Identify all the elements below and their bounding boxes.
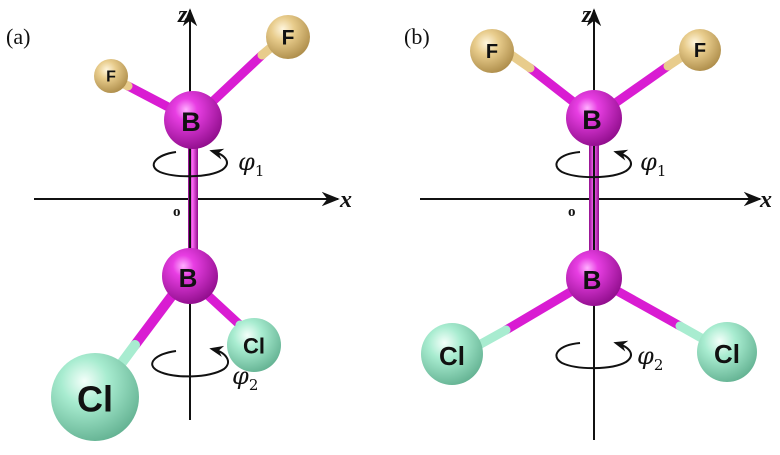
boron-atom-bottom: B bbox=[162, 248, 218, 304]
phi2-label: φ2 bbox=[232, 362, 258, 394]
fluorine-atom-right: F bbox=[679, 29, 721, 71]
atom-symbol: F bbox=[282, 27, 295, 50]
phi2-label: φ2 bbox=[637, 342, 663, 374]
phi1-label: φ1 bbox=[238, 148, 264, 180]
atom-symbol: B bbox=[181, 107, 201, 137]
phi1-label: φ1 bbox=[640, 148, 666, 180]
chlorine-atom-right: Cl bbox=[227, 318, 281, 372]
origin-label: o bbox=[173, 204, 181, 220]
boron-atom-bottom: B bbox=[566, 250, 622, 306]
atom-symbol: F bbox=[694, 40, 706, 62]
fluorine-atom-left: F bbox=[94, 59, 128, 93]
rotation-arrow-top: φ1 bbox=[555, 148, 666, 180]
x-axis-label: x bbox=[759, 187, 772, 213]
x-axis-label: x bbox=[339, 187, 352, 213]
chlorine-atom-left: Cl bbox=[421, 323, 483, 385]
z-axis-label: z bbox=[581, 2, 592, 28]
b-b-bond bbox=[188, 122, 198, 272]
atom-symbol: B bbox=[582, 105, 602, 135]
atom-symbol: B bbox=[583, 265, 602, 295]
atom-symbol: Cl bbox=[243, 334, 265, 359]
chlorine-atom-left: Cl bbox=[51, 353, 139, 441]
atom-symbol: F bbox=[106, 69, 116, 86]
panel-b: (b) x o z F F B bbox=[404, 2, 772, 440]
z-axis-label: z bbox=[177, 2, 188, 28]
boron-atom-top: B bbox=[164, 91, 222, 149]
origin-label: o bbox=[568, 204, 576, 220]
boron-atom-top: B bbox=[566, 90, 622, 146]
fluorine-atom-left: F bbox=[470, 29, 514, 73]
panel-a: (a) x o z F F B bbox=[6, 2, 352, 441]
panel-label: (b) bbox=[404, 24, 430, 49]
atom-symbol: Cl bbox=[714, 339, 740, 369]
atom-symbol: F bbox=[486, 41, 498, 63]
panel-label: (a) bbox=[6, 24, 30, 49]
atom-symbol: B bbox=[179, 263, 198, 293]
rotation-arrow-top: φ1 bbox=[152, 148, 264, 180]
atom-symbol: Cl bbox=[439, 341, 465, 371]
atom-symbol: Cl bbox=[77, 379, 113, 420]
rotation-arrow-bottom: φ2 bbox=[151, 345, 258, 394]
chlorine-atom-right: Cl bbox=[697, 322, 757, 382]
rotation-arrow-bottom: φ2 bbox=[555, 340, 663, 374]
fluorine-atom-right: F bbox=[266, 15, 310, 59]
